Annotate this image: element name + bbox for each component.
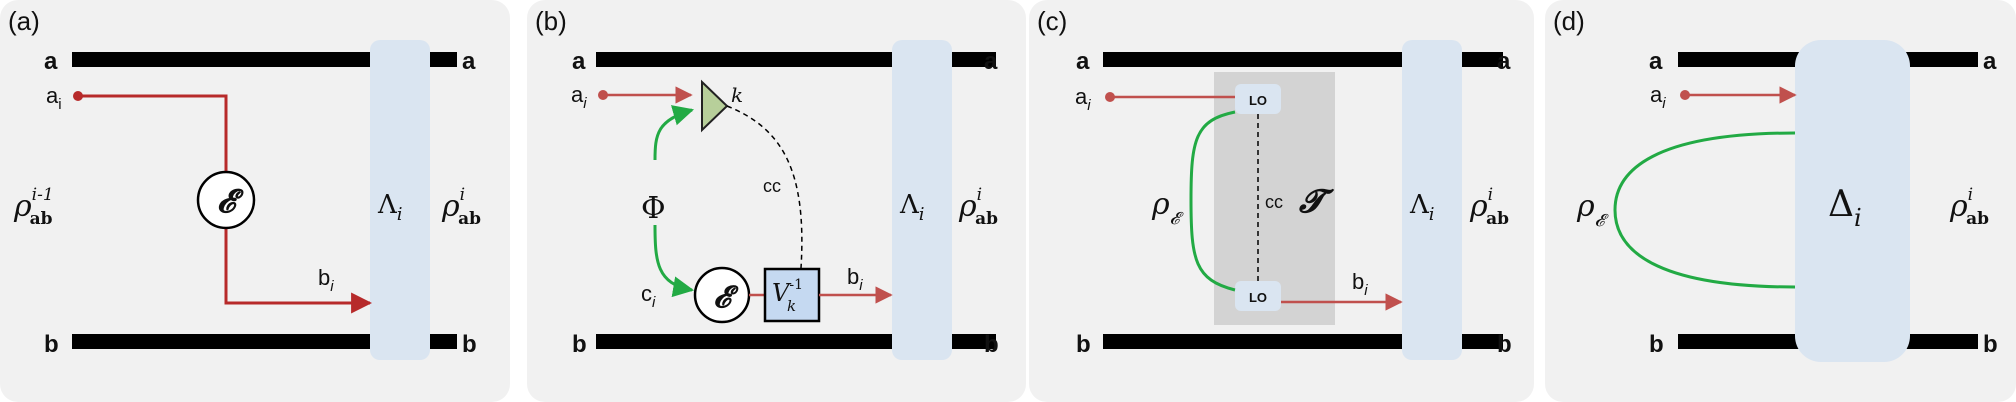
delta-label: Δi	[1828, 184, 1862, 232]
lambda-label: Λi	[1409, 190, 1435, 225]
lo-bottom-box	[1235, 281, 1281, 311]
label-top-right: a	[1983, 48, 1997, 75]
map-box	[1795, 40, 1910, 362]
output-label: bi	[318, 265, 334, 295]
lo-bottom-label: LO	[1249, 290, 1267, 305]
entanglement-arc	[1189, 110, 1236, 292]
label-top-right: a	[1497, 48, 1511, 75]
wire-b	[72, 334, 457, 349]
label-top-right: a	[462, 48, 476, 75]
panel-tag: (a)	[8, 6, 40, 36]
label-top-left: a	[44, 48, 58, 75]
label-bottom-left: b	[1649, 331, 1664, 358]
phi-lower-wire	[653, 224, 695, 298]
label-top-left: a	[572, 48, 586, 75]
panel-tag: (d)	[1553, 6, 1585, 36]
rho-e-label: ρ𝓔	[1151, 187, 1185, 229]
panel-tag: (b)	[535, 6, 567, 36]
map-box	[370, 40, 430, 360]
label-bottom-right: b	[1983, 331, 1998, 358]
map-box	[892, 40, 952, 360]
output-label: bi	[1352, 269, 1368, 299]
cc-label: cc	[1265, 192, 1283, 212]
label-bottom-right: b	[1497, 331, 1512, 358]
panel-tag: (c)	[1037, 6, 1067, 36]
input-label: ai	[1650, 82, 1666, 112]
input-label: ai	[571, 82, 587, 112]
label-top-right: a	[984, 48, 998, 75]
cc-label: cc	[763, 176, 781, 196]
detector-triangle	[701, 79, 729, 133]
phi-label: Φ	[641, 191, 666, 226]
label-top-left: a	[1649, 48, 1663, 75]
label-bottom-left: b	[572, 331, 587, 358]
entanglement-arc	[1613, 131, 1796, 289]
label-bottom-left: b	[44, 331, 59, 358]
label-top-left: a	[1076, 48, 1090, 75]
c-port-label: ci	[641, 281, 656, 311]
k-label: k	[731, 83, 743, 107]
label-bottom-left: b	[1076, 331, 1091, 358]
rho-e-label: ρ𝓔	[1576, 189, 1610, 231]
label-bottom-right: b	[462, 331, 477, 358]
lo-top-box	[1235, 84, 1281, 114]
map-box	[1402, 40, 1462, 360]
channel-circle	[196, 170, 256, 230]
input-label: ai	[1075, 84, 1091, 114]
wire-a	[72, 52, 457, 67]
classical-comm-line	[726, 105, 803, 269]
input-label: ai	[46, 83, 62, 113]
lambda-label: Λi	[899, 190, 925, 225]
lo-top-label: LO	[1249, 93, 1267, 108]
label-bottom-right: b	[984, 331, 999, 358]
output-label: bi	[847, 264, 863, 294]
phi-upper-wire	[653, 105, 695, 161]
lambda-label: Λi	[377, 190, 403, 225]
